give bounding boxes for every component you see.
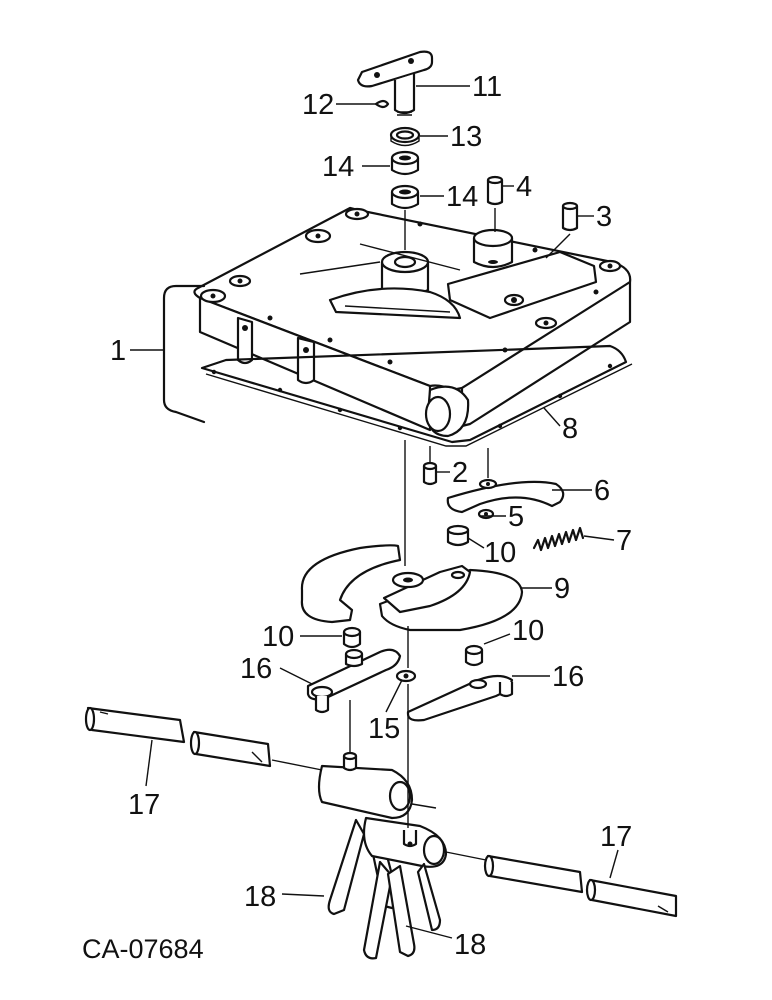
callout-18-left: 18 <box>244 881 276 913</box>
callout-2: 2 <box>452 457 468 489</box>
figure-code: CA-07684 <box>82 934 204 964</box>
part-15-washer <box>395 669 417 683</box>
part-17-rail-left-a <box>84 706 186 744</box>
callouts: 11 12 13 14 14 4 3 1 8 2 6 5 7 10 9 10 1… <box>110 71 632 961</box>
callout-3: 3 <box>596 201 612 233</box>
leader-lines <box>130 85 619 939</box>
part-17-rail-right-a <box>483 854 584 894</box>
callout-17-left: 17 <box>128 789 160 821</box>
callout-4: 4 <box>516 171 532 203</box>
part-5-washer <box>477 508 495 520</box>
part-10-bushing-right <box>464 644 484 667</box>
part-13-seal <box>389 126 421 147</box>
callout-14-upper: 14 <box>322 151 354 183</box>
part-7-spring <box>532 526 585 552</box>
callout-18-right: 18 <box>454 929 486 961</box>
part-8-gasket <box>200 344 633 447</box>
callout-1: 1 <box>110 335 126 367</box>
callout-8: 8 <box>562 413 578 445</box>
callout-14-lower: 14 <box>446 181 478 213</box>
part-2-dowel <box>422 461 438 486</box>
callout-15: 15 <box>368 713 400 745</box>
callout-7: 7 <box>616 525 632 557</box>
callout-13: 13 <box>450 121 482 153</box>
part-11-lever <box>356 50 434 116</box>
part-10-bushing-left <box>342 626 362 649</box>
assembly-lines <box>271 208 571 861</box>
part-6-interlock-plate <box>446 478 565 514</box>
part-3-dowel <box>561 201 579 232</box>
part-4-dowel <box>486 175 504 206</box>
part-14-bushing-upper <box>390 150 420 176</box>
part-10-bushing-upper <box>446 524 470 547</box>
part-17-rail-right-b <box>585 878 678 918</box>
part-14-bushing-lower <box>390 184 420 210</box>
callout-16-left: 16 <box>240 653 272 685</box>
callout-16-right: 16 <box>552 661 584 693</box>
part-18-fork-right <box>362 816 448 960</box>
part-1-cover <box>193 206 632 438</box>
part-17-rail-left-b <box>189 730 272 768</box>
callout-11: 11 <box>472 71 502 103</box>
part-9-selector-plate <box>300 544 524 632</box>
part-16-arm-right <box>406 674 514 722</box>
part-16-arm-left <box>306 648 402 714</box>
callout-6: 6 <box>594 475 610 507</box>
callout-5: 5 <box>508 501 524 533</box>
callout-12: 12 <box>302 89 334 121</box>
callout-9: 9 <box>554 573 570 605</box>
part-12-pin <box>374 99 390 109</box>
part-1-bracket <box>162 284 206 424</box>
callout-10-right: 10 <box>512 615 544 647</box>
callout-10-upper: 10 <box>484 537 516 569</box>
callout-17-right: 17 <box>600 821 632 853</box>
callout-10-left: 10 <box>262 621 294 653</box>
